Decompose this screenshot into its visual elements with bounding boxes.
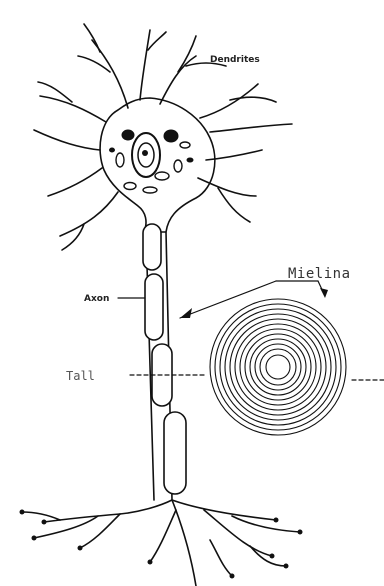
myelin-sheath-segment [143, 224, 161, 270]
nucleus [132, 133, 160, 177]
axon-terminals [22, 500, 300, 586]
arrow-head [320, 288, 328, 298]
arrow-head [180, 308, 192, 318]
label-tall: Tall [66, 369, 95, 383]
myelin-sheath-segment [164, 412, 186, 494]
axon [143, 224, 186, 500]
label-myelin: Mielina [288, 266, 351, 282]
myelin-sheath-segment [145, 274, 163, 340]
label-axon: Axon [84, 294, 109, 304]
myelin-arrow-to-axon [180, 281, 276, 318]
myelin-cross-section [210, 299, 346, 435]
label-dendrites: Dendrites [210, 55, 260, 65]
